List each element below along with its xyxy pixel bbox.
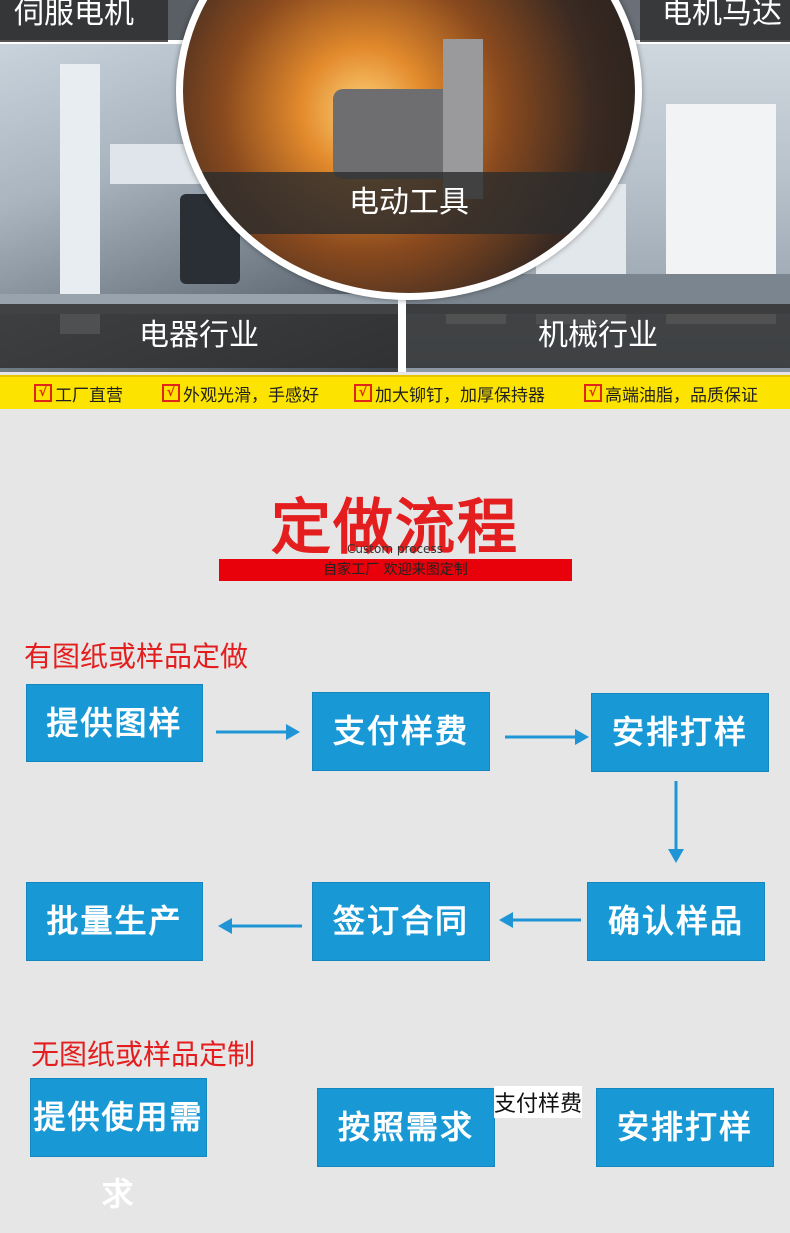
industry-banner: 伺服电机 电机马达 电器行业 机械行业 电动工具 <box>0 0 790 372</box>
motor-label: 电机马达 <box>640 0 790 42</box>
check-icon: √ <box>584 384 602 402</box>
step-mass-production: 批量生产 <box>27 883 202 960</box>
feature-item: √外观光滑，手感好 <box>162 381 319 406</box>
step-per-requirements: 按照需求 <box>318 1089 494 1166</box>
process-title: 定做流程 <box>271 493 519 563</box>
arrow-down-icon <box>668 781 684 863</box>
arrow-right-icon <box>505 729 589 745</box>
feature-item: √加大铆钉，加厚保持器 <box>354 381 545 406</box>
arrow-right-icon <box>216 724 300 740</box>
feature-label: 工厂直营 <box>55 385 123 406</box>
pay-sample-fee-text: 支付样费 <box>494 1086 583 1118</box>
power-tools-label: 电动工具 <box>183 172 635 234</box>
feature-item: √高端油脂，品质保证 <box>584 381 758 406</box>
electrical-label: 电器行业 <box>0 304 398 368</box>
step-arrange-sample: 安排打样 <box>592 694 768 771</box>
feature-strip: √工厂直营 √外观光滑，手感好 √加大铆钉，加厚保持器 √高端油脂，品质保证 <box>0 375 790 411</box>
feature-label: 高端油脂，品质保证 <box>605 385 758 406</box>
process-banner: 自家工厂 欢迎来图定制 <box>219 559 572 581</box>
step-provide-requirements: 提供使用需求 <box>31 1079 206 1213</box>
feature-item: √工厂直营 <box>34 381 123 406</box>
feature-label: 加大铆钉，加厚保持器 <box>375 385 545 406</box>
step-provide-drawing: 提供图样 <box>27 685 202 761</box>
feature-label: 外观光滑，手感好 <box>183 385 319 406</box>
arrow-left-icon <box>499 912 581 928</box>
arrow-left-icon <box>218 918 302 934</box>
step-confirm-sample: 确认样品 <box>588 883 764 960</box>
machinery-label: 机械行业 <box>406 304 790 368</box>
section-with-drawing-title: 有图纸或样品定做 <box>24 640 249 673</box>
step-pay-sample-fee: 支付样费 <box>313 693 489 770</box>
section-without-drawing-title: 无图纸或样品定制 <box>31 1038 256 1071</box>
process-subtitle: Custom process <box>347 542 443 556</box>
check-icon: √ <box>34 384 52 402</box>
check-icon: √ <box>162 384 180 402</box>
check-icon: √ <box>354 384 372 402</box>
step-arrange-sample-2: 安排打样 <box>597 1089 773 1166</box>
servo-motor-label: 伺服电机 <box>0 0 168 42</box>
step-sign-contract: 签订合同 <box>313 883 489 960</box>
custom-process-section: 定做流程 Custom process 自家工厂 欢迎来图定制 有图纸或样品定做… <box>0 409 790 1213</box>
